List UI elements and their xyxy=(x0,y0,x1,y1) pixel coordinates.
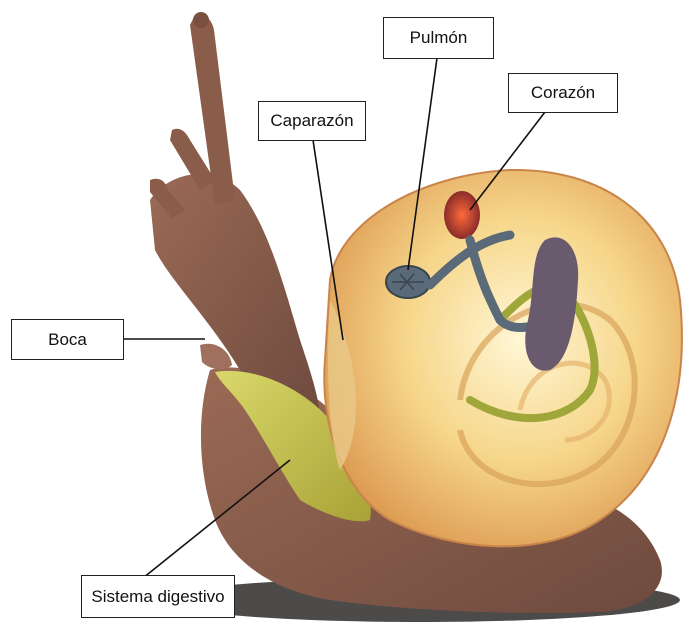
label-pulmon: Pulmón xyxy=(383,17,494,59)
leader-corazon xyxy=(470,112,545,210)
label-sistema-digestivo: Sistema digestivo xyxy=(81,575,235,618)
leader-sistema-digestivo xyxy=(143,460,290,578)
label-caparazon: Caparazón xyxy=(258,101,366,141)
leader-caparazon xyxy=(313,140,343,340)
label-boca: Boca xyxy=(11,319,124,360)
leader-pulmon xyxy=(408,58,437,270)
label-corazon: Corazón xyxy=(508,73,618,113)
